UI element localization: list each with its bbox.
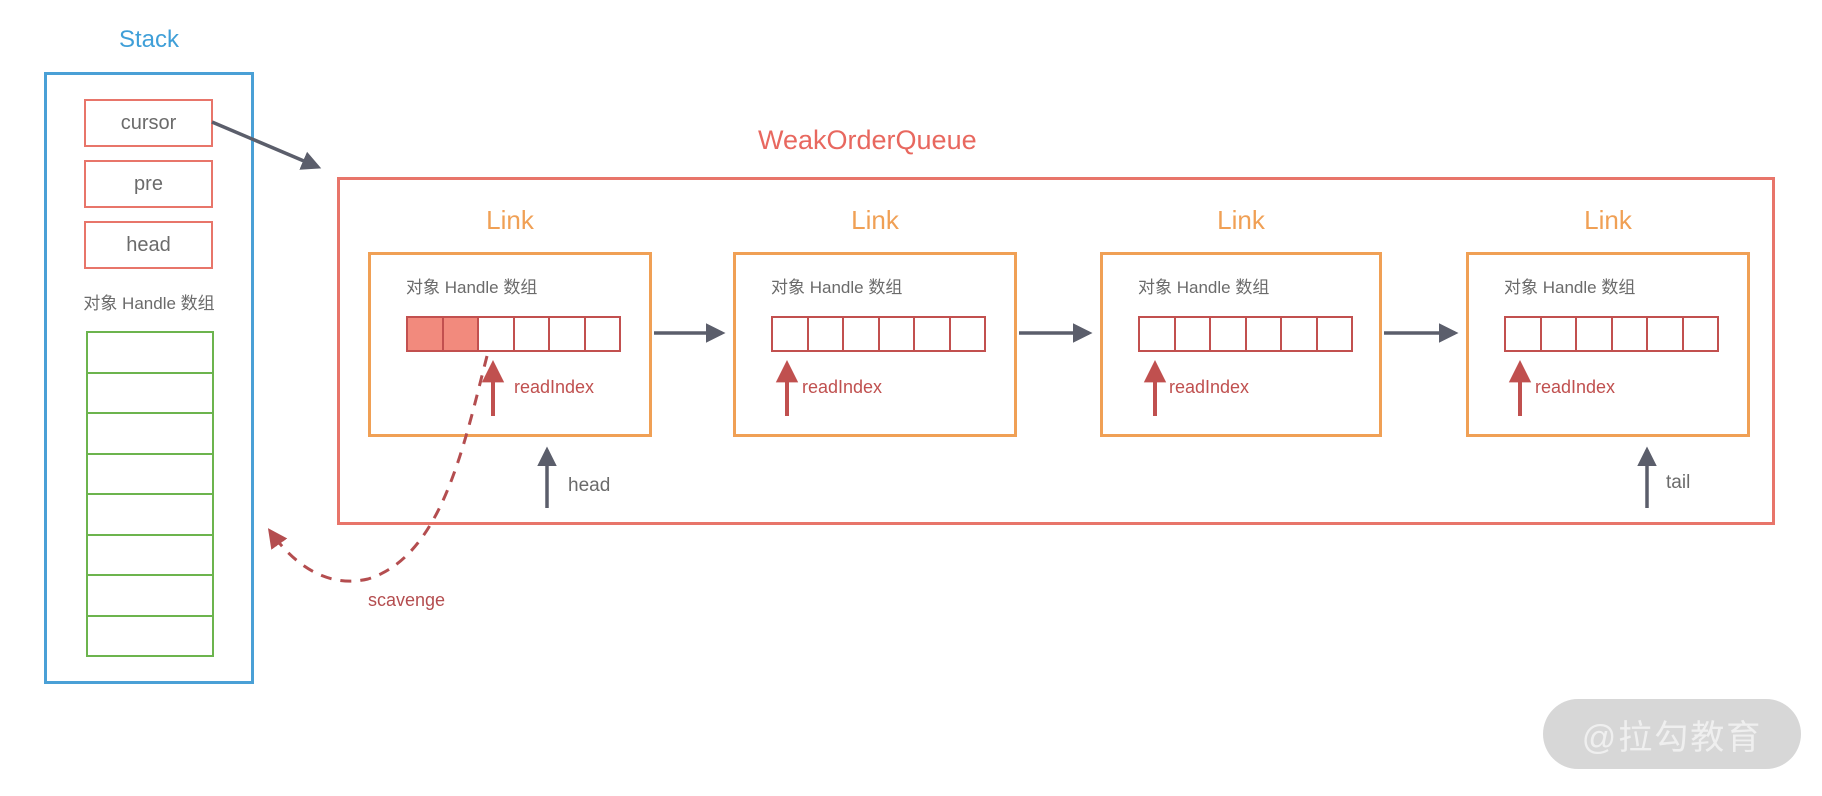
array-cell — [1575, 316, 1613, 352]
link-box-1: 对象 Handle 数组 readIndex — [368, 252, 652, 437]
array-cell — [86, 614, 214, 657]
link-title-4: Link — [1584, 205, 1632, 235]
watermark-badge: @拉勾教育 — [1543, 699, 1801, 769]
link-array-label: 对象 Handle 数组 — [1138, 278, 1270, 297]
array-cell — [512, 316, 550, 352]
queue-head-label: head — [568, 475, 611, 496]
array-cell — [913, 316, 951, 352]
link-handle-array-1 — [406, 316, 621, 352]
read-index-label-4: readIndex — [1535, 377, 1616, 397]
link-box-3: 对象 Handle 数组 readIndex — [1100, 252, 1382, 437]
stack-array-label: 对象 Handle 数组 — [83, 294, 215, 313]
array-cell — [1681, 316, 1719, 352]
array-cell — [1244, 316, 1282, 352]
array-cell — [86, 452, 214, 495]
stack-field-cursor: cursor — [84, 99, 213, 147]
array-cell — [1138, 316, 1176, 352]
array-cell — [842, 316, 880, 352]
read-index-label-3: readIndex — [1169, 377, 1250, 397]
link-array-label: 对象 Handle 数组 — [406, 278, 538, 297]
stack-box: cursor pre head 对象 Handle 数组 — [44, 72, 254, 684]
array-cell — [86, 371, 214, 414]
array-cell — [86, 493, 214, 536]
scavenge-label: scavenge — [368, 590, 446, 610]
link-box-4: 对象 Handle 数组 readIndex — [1466, 252, 1750, 437]
array-cell — [1504, 316, 1542, 352]
array-cell — [86, 412, 214, 455]
link-title-1: Link — [486, 205, 534, 235]
link-handle-array-3 — [1138, 316, 1353, 352]
stack-field-head: head — [84, 221, 213, 269]
stack-handle-array — [86, 331, 214, 657]
array-cell — [1173, 316, 1211, 352]
link-array-label: 对象 Handle 数组 — [1504, 278, 1636, 297]
array-cell — [86, 331, 214, 374]
array-cell — [548, 316, 586, 352]
link-array-label: 对象 Handle 数组 — [771, 278, 903, 297]
array-cell — [477, 316, 515, 352]
queue-tail-label: tail — [1666, 472, 1691, 493]
array-cell — [1646, 316, 1684, 352]
array-cell — [1315, 316, 1353, 352]
array-cell — [86, 533, 214, 576]
array-cell — [86, 574, 214, 617]
array-cell — [406, 316, 444, 352]
read-index-label-1: readIndex — [514, 377, 595, 397]
array-cell — [1610, 316, 1648, 352]
array-cell — [441, 316, 479, 352]
link-title-3: Link — [1217, 205, 1265, 235]
array-cell — [806, 316, 844, 352]
array-cell — [1209, 316, 1247, 352]
link-box-2: 对象 Handle 数组 readIndex — [733, 252, 1017, 437]
link-handle-array-2 — [771, 316, 986, 352]
link-title-2: Link — [851, 205, 899, 235]
weak-order-queue-box — [337, 177, 1775, 525]
stack-title: Stack — [118, 26, 180, 53]
link-handle-array-4 — [1504, 316, 1719, 352]
array-cell — [583, 316, 621, 352]
array-cell — [1539, 316, 1577, 352]
array-cell — [771, 316, 809, 352]
stack-field-pre: pre — [84, 160, 213, 208]
array-cell — [948, 316, 986, 352]
array-cell — [877, 316, 915, 352]
array-cell — [1280, 316, 1318, 352]
read-index-label-2: readIndex — [802, 377, 883, 397]
weak-order-queue-title: WeakOrderQueue — [758, 125, 977, 155]
